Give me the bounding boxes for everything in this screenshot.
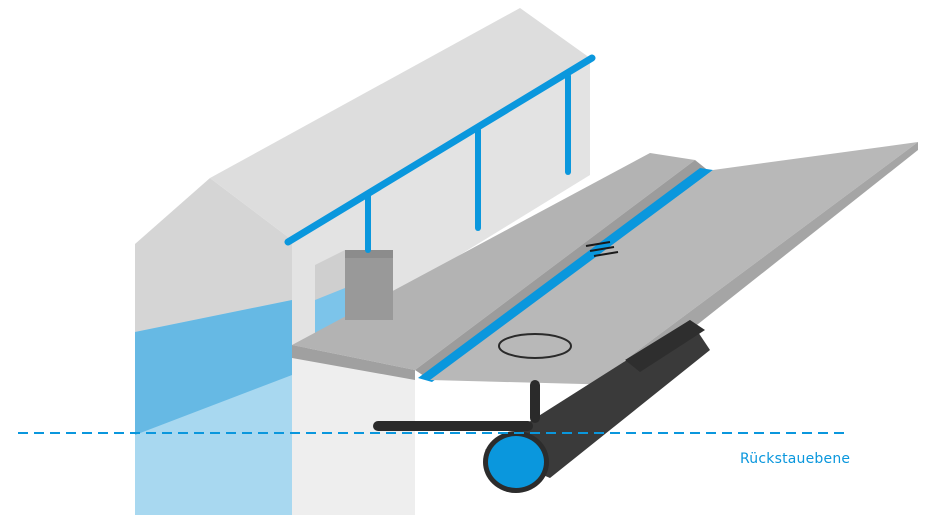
- basement-water-shade: [135, 300, 292, 435]
- house-connection-pipe: [373, 380, 540, 431]
- street: [430, 142, 918, 385]
- railing: [284, 54, 596, 253]
- drain-grate-icon: [585, 241, 619, 257]
- backflow-level-label: Rückstauebene: [740, 451, 851, 467]
- terrace-slab-edge: [292, 345, 415, 380]
- manhole-icon: [498, 333, 572, 359]
- building-front-basement: [292, 358, 415, 515]
- street-far-edge: [625, 142, 918, 370]
- curb: [415, 160, 710, 380]
- gutter-blue-strip: [418, 168, 713, 382]
- building-roof: [210, 8, 590, 240]
- backflow-device: [345, 250, 393, 320]
